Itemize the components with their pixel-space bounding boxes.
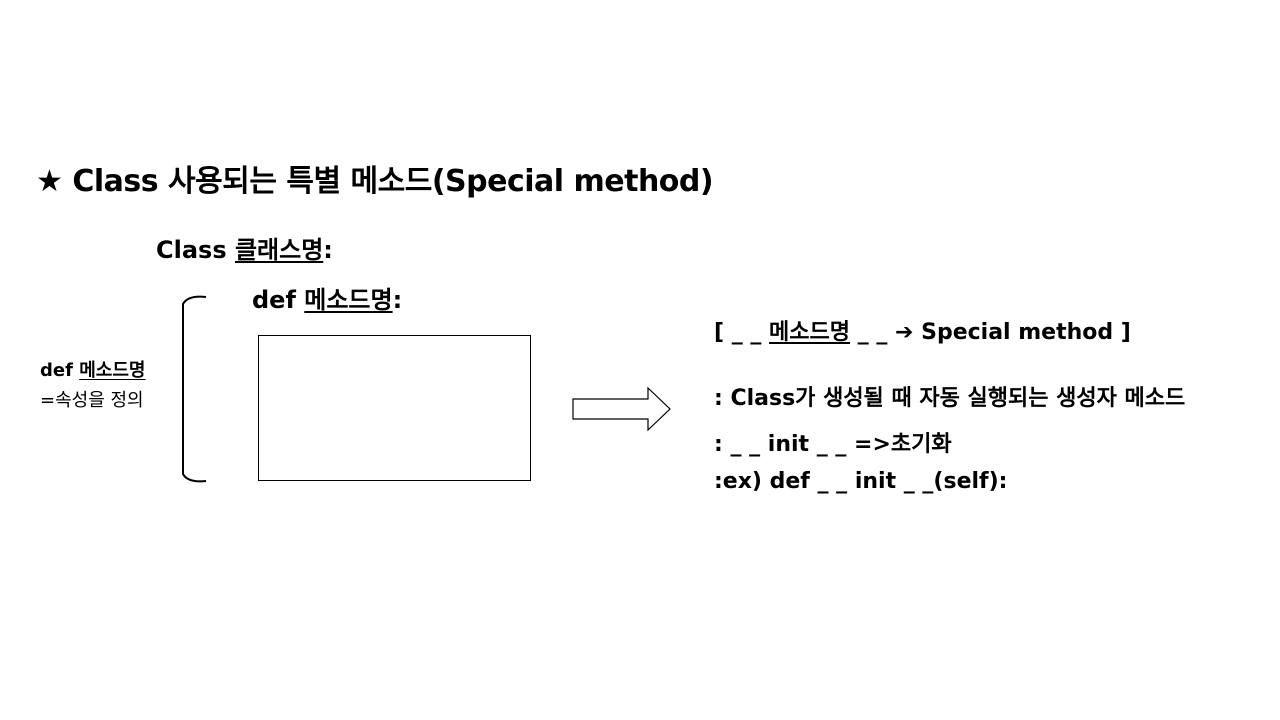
special-method-line1: [ _ _ 메소드명 _ _ ➔ Special method ] (714, 314, 1131, 346)
special-method-line2: : Class가 생성될 때 자동 실행되는 생성자 메소드 (714, 386, 1186, 411)
left-note: def 메소드명 =속성을 정의 (40, 356, 145, 416)
class-name-placeholder: 클래스명 (234, 236, 324, 264)
method-name-placeholder: 메소드명 (304, 286, 393, 314)
left-note-line1: def 메소드명 (40, 356, 145, 386)
underscore-suffix: _ _ (850, 320, 895, 345)
method-body-box (258, 335, 531, 481)
slide-title: ★ Class 사용되는 특별 메소드(Special method) (36, 164, 714, 199)
right-arrow-shape (572, 386, 671, 432)
special-method-line3: : _ _ init _ _ =>초기화 (714, 432, 952, 457)
special-method-name: 메소드명 (769, 320, 851, 345)
class-declaration-line: Class 클래스명: (156, 230, 333, 265)
special-method-tail: Special method ] (913, 320, 1131, 345)
left-note-method-name: 메소드명 (79, 360, 146, 381)
def-keyword: def (252, 286, 305, 314)
class-keyword: Class (156, 236, 235, 264)
def-colon: : (392, 286, 403, 314)
method-declaration-line: def 메소드명: (252, 280, 402, 315)
left-bracket-shape (182, 295, 207, 483)
underscore-prefix: [ _ _ (714, 320, 770, 345)
left-note-keyword: def (40, 360, 80, 381)
class-colon: : (323, 236, 333, 264)
special-method-line4: :ex) def _ _ init _ _(self): (714, 469, 1008, 494)
arrow-right-icon: ➔ (895, 320, 914, 345)
left-note-line2: =속성을 정의 (40, 390, 144, 411)
